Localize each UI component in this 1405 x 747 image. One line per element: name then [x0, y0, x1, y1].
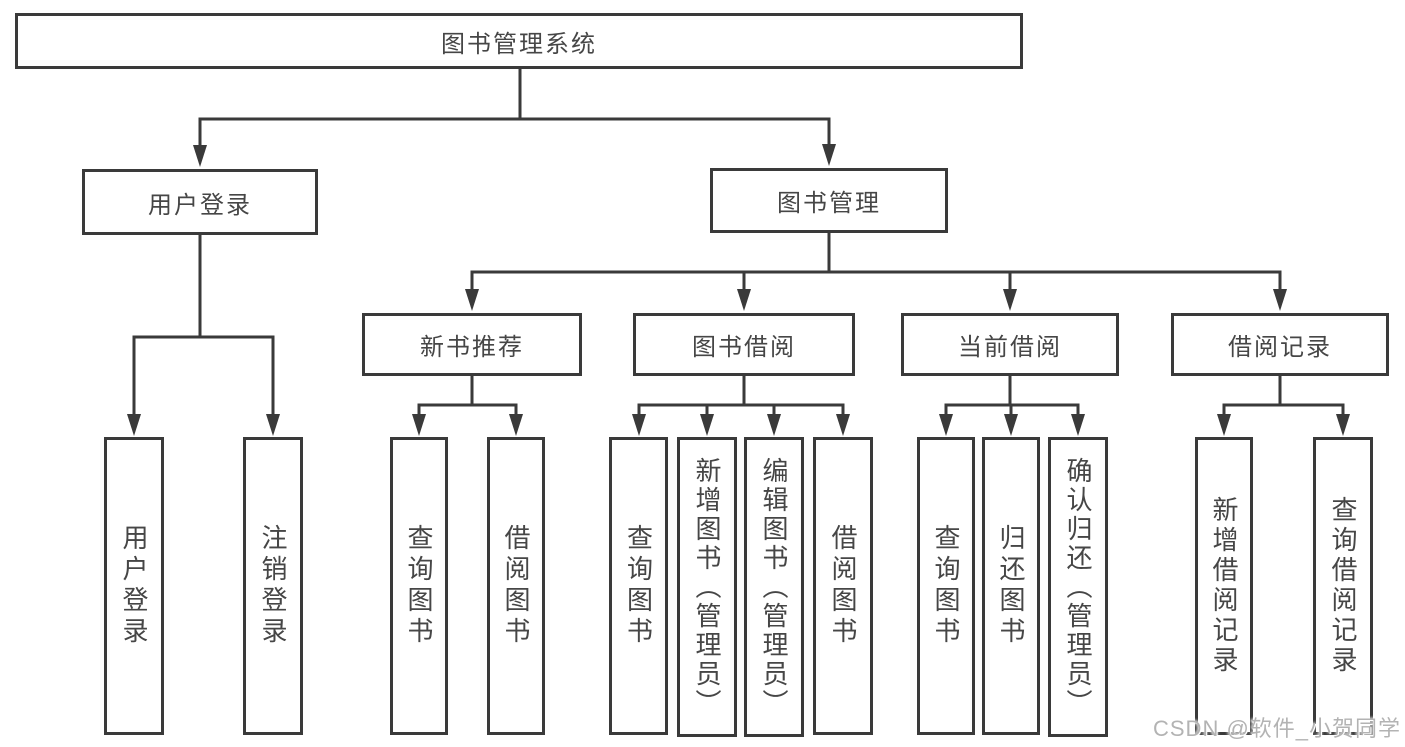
node-book-borrow: 图书借阅 — [633, 313, 855, 376]
leaf-borrow-borrow-books: 借阅图书 — [813, 437, 873, 735]
leaf-borrow-query-books: 查询图书 — [609, 437, 668, 735]
leaf-current-query-books: 查询图书 — [917, 437, 975, 735]
node-borrow-records: 借阅记录 — [1171, 313, 1389, 376]
arrowhead — [509, 414, 523, 436]
arrowhead — [1273, 289, 1287, 311]
arrowhead — [836, 414, 850, 436]
arrowhead — [193, 145, 207, 167]
arrowhead — [1003, 289, 1017, 311]
node-book-management: 图书管理 — [710, 168, 948, 233]
leaf-borrow-add-books-admin: 新增图书（管理员） — [677, 437, 737, 737]
arrowhead — [700, 414, 714, 436]
connector-current-branch — [939, 376, 1085, 436]
connector-records-branch — [1217, 376, 1350, 436]
arrowhead — [939, 414, 953, 436]
node-new-book-recommend: 新书推荐 — [362, 313, 582, 376]
connector-new-books-branch — [412, 376, 523, 436]
csdn-watermark: CSDN @软件_小贺同学 — [1153, 716, 1402, 741]
arrowhead — [127, 414, 141, 436]
arrowhead — [266, 414, 280, 436]
node-library-management-system: 图书管理系统 — [15, 13, 1023, 69]
connector-root-branch — [193, 69, 836, 167]
arrowhead — [632, 414, 646, 436]
leaf-current-confirm-return-admin: 确认归还（管理员） — [1048, 437, 1108, 737]
leaf-borrow-edit-books-admin: 编辑图书（管理员） — [744, 437, 804, 737]
connector-book-mgmt-branch — [465, 233, 1287, 311]
arrowhead — [737, 289, 751, 311]
arrowhead — [1004, 414, 1018, 436]
arrowhead — [1071, 414, 1085, 436]
node-user-login: 用户登录 — [82, 169, 318, 235]
connector-user-login-branch — [127, 235, 280, 436]
leaf-logout: 注销登录 — [243, 437, 303, 735]
arrowhead — [1217, 414, 1231, 436]
leaf-records-add-record: 新增借阅记录 — [1195, 437, 1253, 735]
arrowhead — [767, 414, 781, 436]
node-current-borrow: 当前借阅 — [901, 313, 1119, 376]
arrowhead — [465, 289, 479, 311]
connector-borrow-branch — [632, 376, 850, 436]
leaf-newbooks-query-books: 查询图书 — [390, 437, 448, 735]
arrowhead — [1336, 414, 1350, 436]
leaf-records-query-record: 查询借阅记录 — [1313, 437, 1373, 735]
arrowhead — [412, 414, 426, 436]
leaf-current-return-books: 归还图书 — [982, 437, 1040, 735]
arrowhead — [822, 144, 836, 166]
leaf-newbooks-borrow-books: 借阅图书 — [487, 437, 545, 735]
leaf-user-login: 用户登录 — [104, 437, 164, 735]
